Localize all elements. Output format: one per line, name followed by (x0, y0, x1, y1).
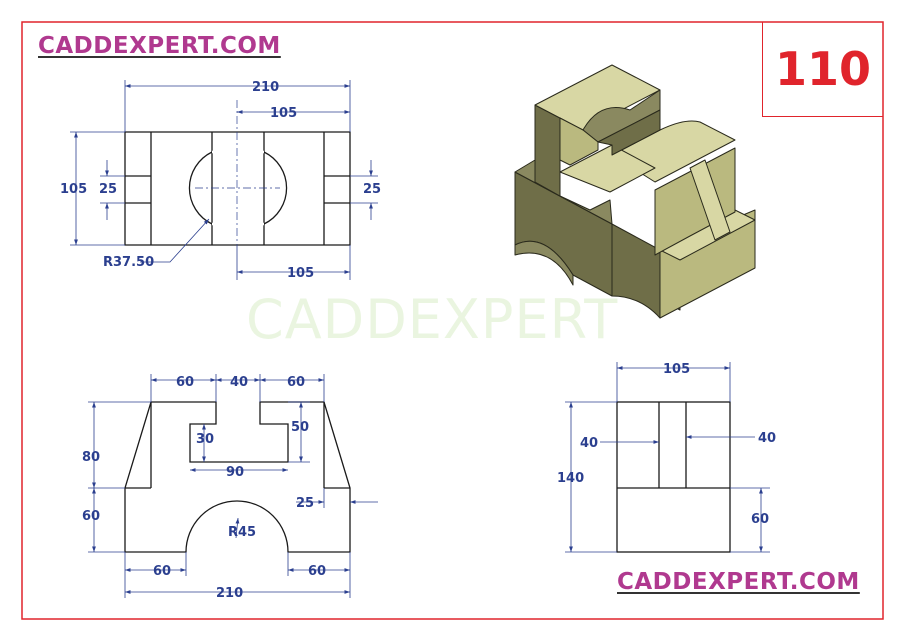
dim-60-top-left: 60 (176, 375, 194, 390)
side-view-dim-labels: 105 140 40 40 60 (557, 362, 776, 527)
top-view-dimensions (70, 80, 378, 280)
dim-r45: R45 (228, 525, 256, 540)
isometric-view (514, 64, 756, 319)
dim-40-top-mid: 40 (230, 375, 248, 390)
brand-bottom: CADDEXPERT.COM (617, 569, 860, 595)
dim-80-height: 80 (82, 450, 100, 465)
dim-r37-50: R37.50 (103, 255, 154, 270)
top-view-outline (124, 131, 351, 246)
dim-25-right: 25 (363, 182, 381, 197)
dim-30-slot: 30 (196, 432, 214, 447)
dim-105-top: 105 (270, 106, 297, 121)
dim-105-side: 105 (663, 362, 690, 377)
front-view-outline (124, 401, 351, 553)
dim-105-height: 105 (60, 182, 87, 197)
dim-210-bottom: 210 (216, 586, 243, 601)
front-view (124, 401, 351, 553)
side-view-dimensions (565, 362, 770, 553)
dim-60-side: 60 (751, 512, 769, 527)
front-view-dim-labels: 60 40 60 80 60 30 90 50 25 R45 60 60 210 (82, 375, 326, 601)
front-view-dimensions (88, 374, 378, 598)
dim-60-bottom-left: 60 (153, 564, 171, 579)
brand-top: CADDEXPERT.COM (38, 33, 281, 59)
sheet-number: 110 (762, 22, 883, 117)
sheet-border (21, 21, 884, 620)
dim-25-step: 25 (296, 496, 314, 511)
dim-90-slot: 90 (226, 465, 244, 480)
dim-140-side: 140 (557, 471, 584, 486)
dim-105-bottom: 105 (287, 266, 314, 281)
top-view-hole-left (188, 151, 213, 225)
top-view (124, 131, 351, 246)
dim-60-height: 60 (82, 509, 100, 524)
dim-210-top: 210 (252, 80, 279, 95)
side-view-outline (616, 401, 731, 553)
dim-50-right: 50 (291, 420, 309, 435)
dim-25-left: 25 (99, 182, 117, 197)
top-view-centerlines (195, 100, 280, 245)
top-view-dim-labels: 210 105 105 105 25 25 R37.50 (60, 80, 381, 281)
dim-40-side-right: 40 (758, 431, 776, 446)
dim-60-bottom-right: 60 (308, 564, 326, 579)
top-view-hole-right (263, 151, 288, 225)
dim-60-top-right: 60 (287, 375, 305, 390)
dim-40-side-left: 40 (580, 436, 598, 451)
watermark: CADDEXPERT (246, 288, 619, 351)
side-view (616, 401, 731, 553)
